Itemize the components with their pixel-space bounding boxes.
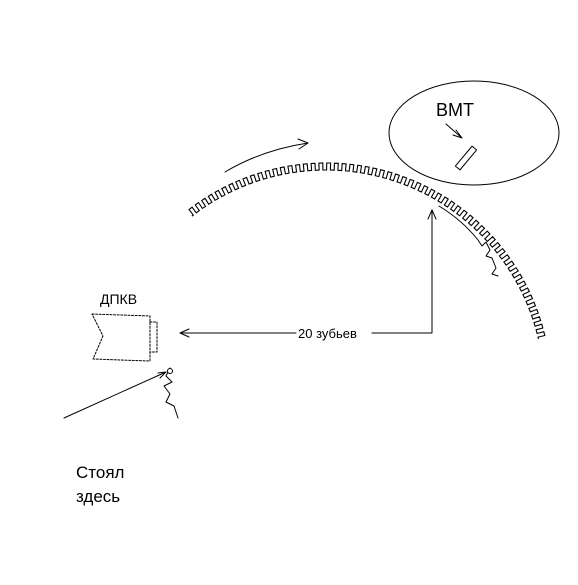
rotation-arrow-head — [297, 138, 309, 150]
stood-here-arrow-head — [157, 371, 167, 379]
contact-point — [167, 368, 173, 374]
teeth-count-arrow-left — [179, 328, 190, 338]
crank-sensor-body — [91, 313, 151, 362]
crank-wheel-teeth — [188, 162, 546, 340]
rotation-direction-arrow — [224, 142, 309, 173]
tdc-ellipse — [388, 80, 560, 186]
tdc-pointer-arrow — [445, 123, 463, 139]
teeth-count-label: 20 зубьев — [298, 326, 357, 341]
teeth-count-line — [179, 209, 433, 334]
stood-here-arrow — [63, 371, 167, 419]
wheel-continuation-left — [163, 367, 179, 419]
crank-sensor-tip — [149, 321, 158, 353]
tdc-marker — [454, 145, 478, 171]
tdc-label: ВМТ — [436, 100, 474, 120]
stood-here-label-line2: здесь — [76, 487, 120, 506]
stood-here-label-line1: Стоял — [76, 463, 124, 482]
wheel-continuation-right — [438, 205, 499, 277]
teeth-count-arrow-up — [427, 209, 437, 220]
crank-sensor-label: ДПКВ — [100, 291, 137, 307]
